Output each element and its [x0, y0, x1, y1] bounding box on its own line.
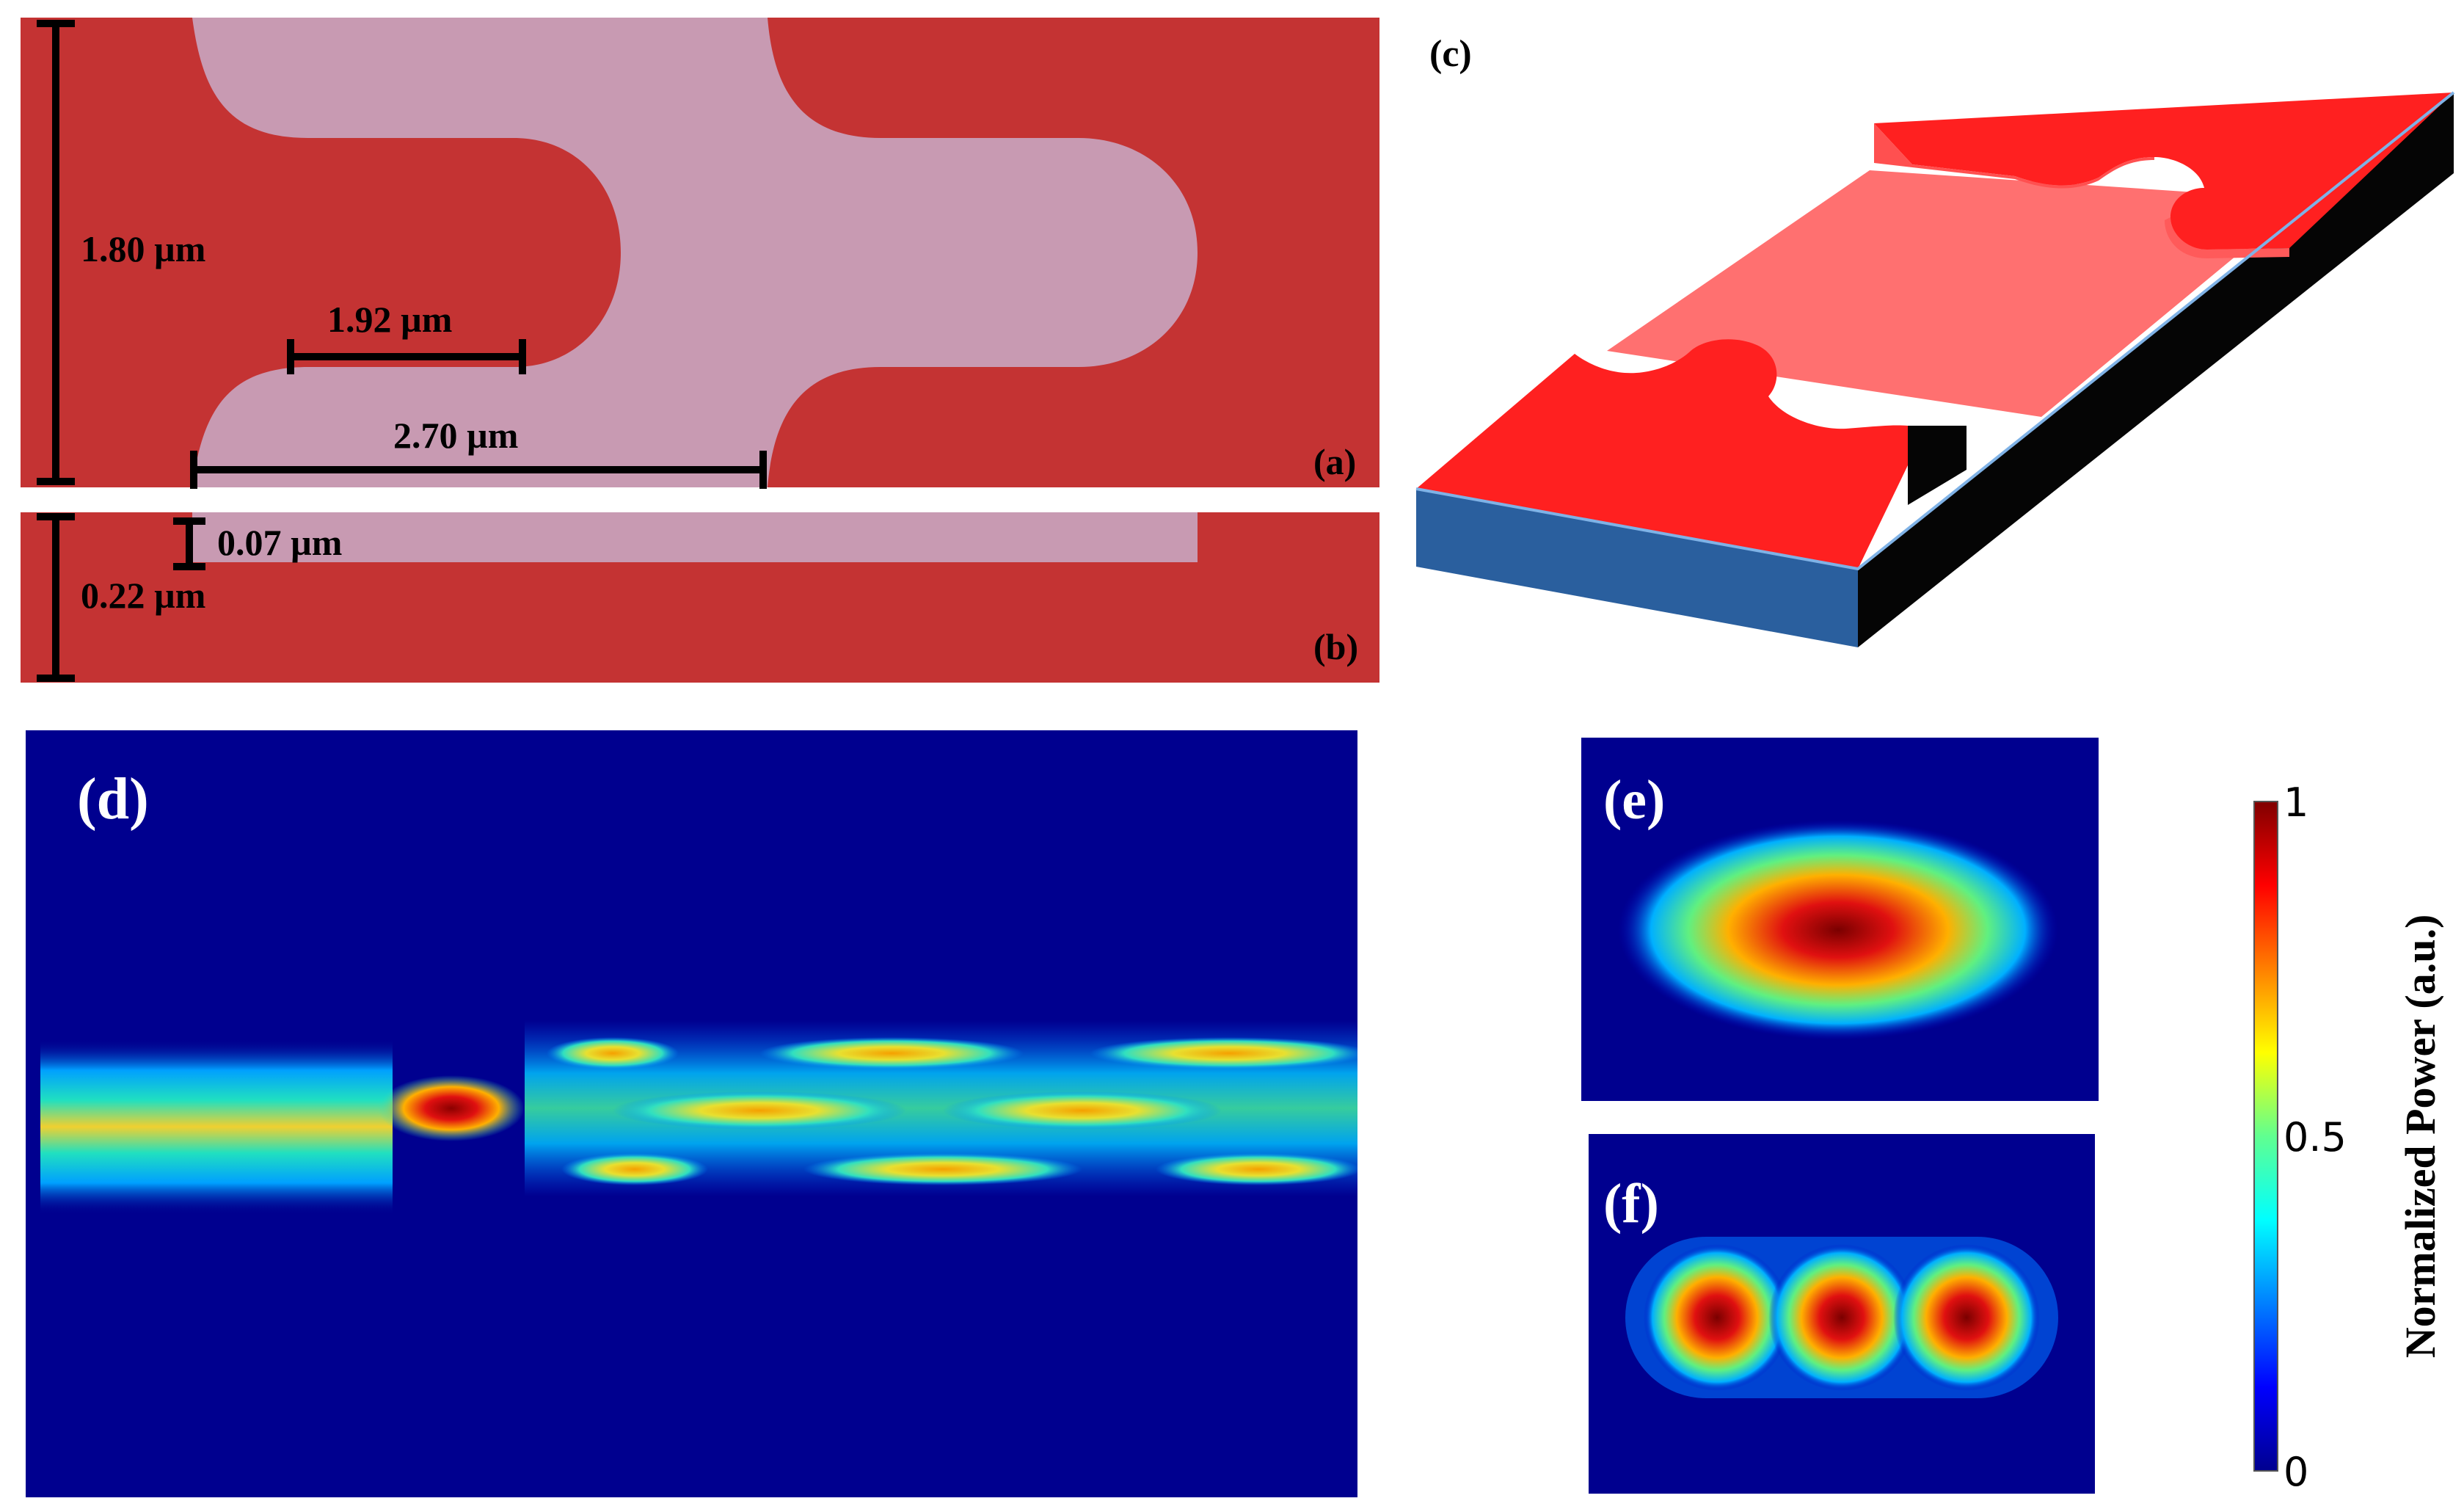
panel-d-field-propagation: (d)	[26, 730, 1357, 1497]
height-dimension-arrow	[37, 20, 75, 485]
panel-a-top-view: 1.80 µm 1.92 µm 2.70 µm (a)	[21, 18, 1379, 489]
panel-b-cross-section: 0.07 µm 0.22 µm (b)	[21, 512, 1379, 683]
mode-e-profile	[1618, 820, 2058, 1040]
colorbar: 1 0.5 0 Normalized Power (a.u.)	[2253, 779, 2444, 1495]
inner-length-label: 1.92 µm	[327, 299, 452, 340]
colorbar-tick-max: 1	[2283, 779, 2308, 826]
colorbar-gradient	[2253, 801, 2278, 1472]
height-dimension-label: 1.80 µm	[81, 228, 205, 269]
outer-length-label: 2.70 µm	[393, 415, 518, 456]
etched-region	[192, 18, 1198, 487]
panel-b-label: (b)	[1313, 626, 1358, 667]
panel-e-fundamental-mode: (e)	[1581, 738, 2099, 1101]
panel-f-label: (f)	[1603, 1173, 1659, 1235]
colorbar-title: Normalized Power (a.u.)	[2396, 915, 2444, 1359]
mode-f-lobes	[1644, 1244, 2040, 1391]
outer-length-dimension-arrow	[190, 451, 767, 489]
inner-length-dimension-arrow	[287, 339, 526, 374]
panel-f-higher-order-mode: (f)	[1589, 1134, 2095, 1494]
panel-a-label: (a)	[1313, 441, 1356, 482]
etch-depth-dimension-arrow	[173, 517, 205, 570]
panel-e-label: (e)	[1603, 769, 1665, 831]
input-beam	[40, 1039, 393, 1215]
focus-hot-spot	[378, 1075, 525, 1141]
lower-top-face	[1416, 339, 1908, 569]
upper-top-face	[1874, 92, 2454, 250]
colorbar-tick-mid: 0.5	[2283, 1114, 2347, 1160]
panel-d-label: (d)	[77, 767, 149, 832]
edge-highlight	[1415, 91, 2455, 571]
colorbar-tick-min: 0	[2283, 1449, 2308, 1495]
front-side-face	[1416, 489, 1858, 647]
upper-notch-wall	[2165, 217, 2289, 258]
etch-depth-label: 0.07 µm	[217, 522, 342, 563]
thickness-label: 0.22 µm	[81, 575, 205, 616]
thickness-dimension-arrow	[37, 513, 75, 682]
panel-c-3d-view: (c)	[1415, 33, 2455, 647]
lower-step-side	[1908, 426, 1967, 505]
etched-floor	[1607, 170, 2304, 417]
output-lobes	[547, 1037, 1357, 1185]
panel-c-label: (c)	[1429, 33, 1472, 75]
etched-layer	[192, 512, 1198, 562]
